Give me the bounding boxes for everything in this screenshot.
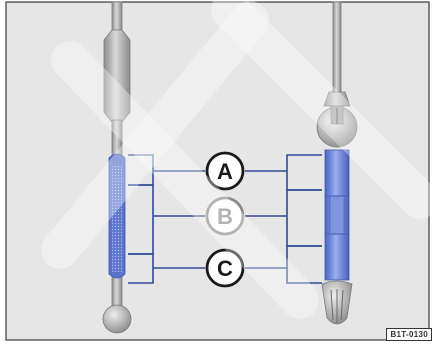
leader-lines-right: [245, 154, 322, 284]
marker-b-label: B: [217, 204, 233, 229]
marker-b: B: [205, 196, 245, 236]
bracket-c-right: [286, 245, 322, 284]
marker-a: A: [205, 151, 245, 191]
leader-lines-left: [128, 154, 205, 284]
dipstick-right-icon: [316, 1, 358, 325]
dipstick-left-icon: [102, 1, 132, 334]
marker-c: C: [205, 248, 245, 288]
figure-id-label: B1T-0130: [386, 328, 432, 341]
watermark-overlay: [41, 0, 435, 319]
marker-c-label: C: [217, 256, 233, 281]
marker-a-label: A: [217, 159, 233, 184]
